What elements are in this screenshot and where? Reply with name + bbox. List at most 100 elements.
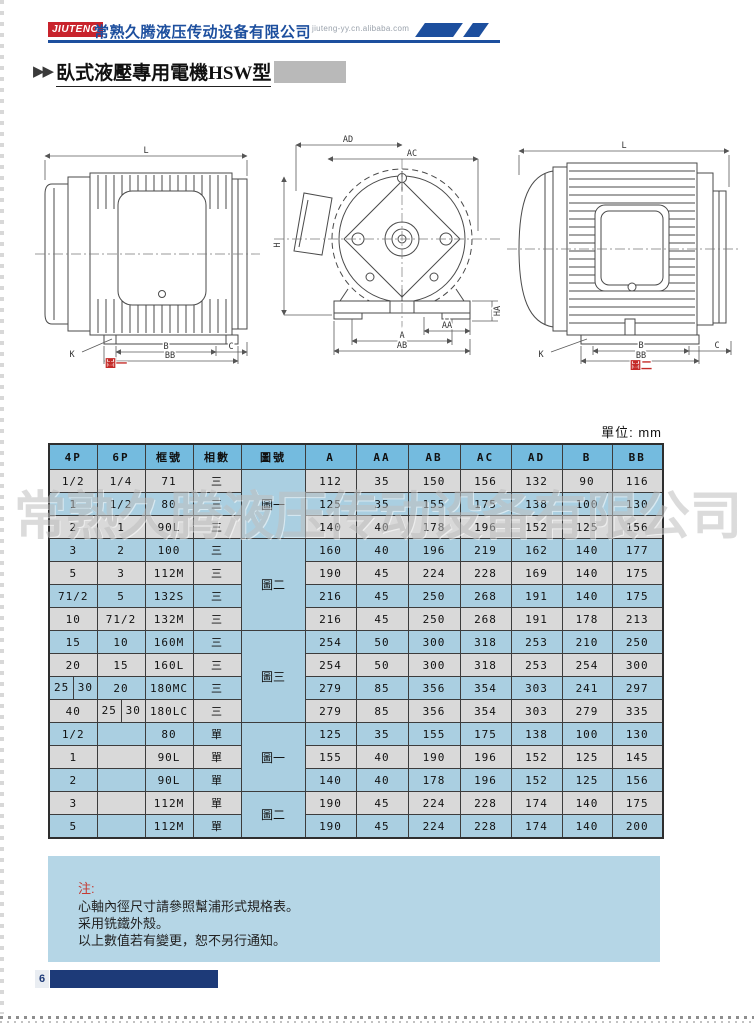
- cell-aa: 45: [355, 561, 409, 585]
- unit-label: 單位: mm: [601, 425, 662, 440]
- cell-hp4: 1/2: [48, 469, 98, 493]
- column-header: 4P: [48, 443, 98, 470]
- cell-ab: 300: [407, 653, 461, 677]
- cell-b: 125: [561, 515, 613, 539]
- cell-aa: 45: [355, 791, 409, 815]
- company-name: 常熟久腾液压传动设备有限公司: [94, 24, 312, 41]
- cell-frame: 90L: [144, 768, 194, 792]
- cell-aa: 45: [355, 584, 409, 608]
- cell-ab: 150: [407, 469, 461, 493]
- cell-ad: 303: [510, 676, 563, 700]
- cell-hp6: [96, 745, 146, 769]
- cell-b: 178: [561, 607, 613, 631]
- cell-ad: 152: [510, 745, 563, 769]
- cell-hp4: 5: [48, 814, 98, 839]
- note-line: 以上數值若有變更，恕不另行通知。: [78, 933, 287, 948]
- dim-label-BB: BB: [165, 351, 175, 361]
- cell-b: 210: [561, 630, 613, 654]
- dim-label-L: L: [621, 141, 626, 151]
- cell-b: 140: [561, 791, 613, 815]
- cell-ab: 250: [407, 584, 461, 608]
- cell-aa: 40: [355, 768, 409, 792]
- cell-phase: 單: [192, 745, 242, 769]
- cell-b: 140: [561, 814, 613, 839]
- cell-ad: 191: [510, 584, 563, 608]
- cell-aa: 45: [355, 607, 409, 631]
- figure-ref-cell: 圖三: [240, 630, 306, 723]
- cell-a: 254: [304, 630, 357, 654]
- cell-phase: 三: [192, 561, 242, 585]
- figure-ref-cell: 圖二: [240, 538, 306, 631]
- cell-frame: 180LC: [144, 699, 194, 723]
- cell-a: 140: [304, 768, 357, 792]
- cell-bb: 130: [611, 722, 664, 746]
- cell-aa: 45: [355, 814, 409, 839]
- cell-hp4: 10: [48, 607, 98, 631]
- note-line: 采用铣鐵外殼。: [78, 916, 170, 931]
- column-header: AC: [459, 443, 512, 470]
- cell-ac: 175: [459, 492, 512, 516]
- cell-frame: 100: [144, 538, 194, 562]
- cell-ac: 318: [459, 653, 512, 677]
- cell-phase: 三: [192, 699, 242, 723]
- cell-b: 90: [561, 469, 613, 493]
- cell-a: 190: [304, 791, 357, 815]
- cell-hp4: 2: [48, 515, 98, 539]
- cell-ab: 356: [407, 699, 461, 723]
- cell-b: 100: [561, 492, 613, 516]
- cell-aa: 35: [355, 469, 409, 493]
- cell-aa: 40: [355, 745, 409, 769]
- cell-ac: 196: [459, 745, 512, 769]
- cell-a: 140: [304, 515, 357, 539]
- dim-label-B: B: [638, 341, 643, 351]
- cell-bb: 156: [611, 768, 664, 792]
- cell-ab: 196: [407, 538, 461, 562]
- cell-aa: 50: [355, 653, 409, 677]
- cell-a: 279: [304, 699, 357, 723]
- cell-phase: 三: [192, 515, 242, 539]
- cell-aa: 35: [355, 722, 409, 746]
- column-header: 相數: [192, 443, 242, 470]
- notes-box: 注: 心軸內徑尺寸請參照幫浦形式規格表。 采用铣鐵外殼。 以上數值若有變更，恕不…: [48, 856, 660, 962]
- cell-hp4: 3: [48, 791, 98, 815]
- cell-b: 125: [561, 745, 613, 769]
- cell-frame: 90L: [144, 745, 194, 769]
- dim-label-K: K: [69, 350, 75, 360]
- company-url: jiuteng-yy.cn.alibaba.com: [312, 24, 410, 33]
- cell-a: 125: [304, 492, 357, 516]
- cell-frame: 71: [144, 469, 194, 493]
- cell-ad: 253: [510, 653, 563, 677]
- cell-ab: 155: [407, 722, 461, 746]
- cell-phase: 三: [192, 630, 242, 654]
- cell-a: 112: [304, 469, 357, 493]
- cell-hp6: 5: [96, 584, 146, 608]
- cell-hp4: 5: [48, 561, 98, 585]
- cell-aa: 50: [355, 630, 409, 654]
- cell-ab: 224: [407, 814, 461, 839]
- page-number: 6: [35, 970, 49, 988]
- cell-hp6: 15: [96, 653, 146, 677]
- scan-edge-bottom: [0, 1016, 754, 1024]
- cell-bb: 297: [611, 676, 664, 700]
- cell-hp4: 2: [48, 768, 98, 792]
- cell-hp4: 15: [48, 630, 98, 654]
- cell-hp6: [96, 768, 146, 792]
- figure-1-caption: 圖一: [105, 357, 127, 368]
- cell-ab: 356: [407, 676, 461, 700]
- cell-frame: 160M: [144, 630, 194, 654]
- dim-label-HA: HA: [493, 306, 503, 316]
- cell-frame: 80: [144, 722, 194, 746]
- figure-ref-cell: 圖一: [240, 469, 306, 539]
- cell-frame: 112M: [144, 791, 194, 815]
- cell-hp6: 1/4: [96, 469, 146, 493]
- cell-hp4: 71/2: [48, 584, 98, 608]
- column-header: 圖號: [240, 443, 306, 470]
- cell-b: 125: [561, 768, 613, 792]
